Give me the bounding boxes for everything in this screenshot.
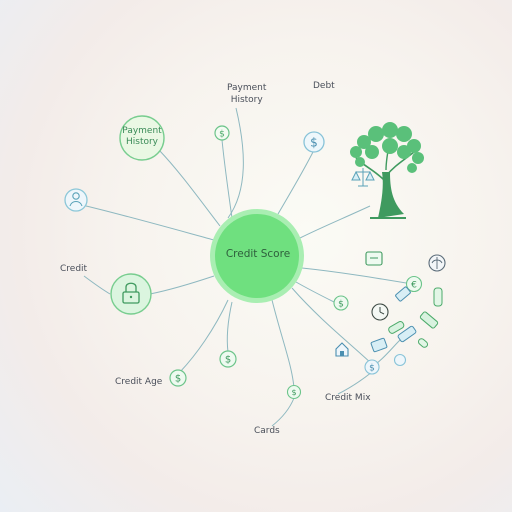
connector-debt xyxy=(277,149,315,215)
connector-payment-history-top xyxy=(227,107,244,219)
euro-icon xyxy=(405,275,423,293)
connector-dollar-top xyxy=(221,139,233,219)
card-icon-3 xyxy=(397,325,417,343)
connector-credit-mix xyxy=(291,287,373,365)
connector-mix-icons xyxy=(375,339,401,365)
euro-glyph: € xyxy=(411,281,417,291)
connector-credit-age xyxy=(179,299,229,373)
credit-age-label: Credit Age xyxy=(115,377,163,387)
connector-lock xyxy=(149,275,215,295)
credit-age-dollar-glyph: $ xyxy=(175,374,181,385)
cards-label: Cards xyxy=(254,426,280,436)
right-dollar-icon xyxy=(333,295,349,311)
pill-icon xyxy=(433,287,443,307)
connector-cards xyxy=(271,299,295,389)
pill-icon-3 xyxy=(417,338,429,348)
payment-history-top-text: Payment History xyxy=(227,83,267,105)
credit-score-label: Credit Score xyxy=(225,248,291,260)
balance-scale-icon xyxy=(351,168,375,187)
credit-mix-label: Credit Mix xyxy=(325,393,371,403)
connector-credit-label xyxy=(83,275,111,295)
connector-payment-bubble xyxy=(158,149,221,227)
connector-dollar-mid xyxy=(226,301,233,353)
credit-mix-dollar-glyph: $ xyxy=(369,364,375,374)
card-icon-2 xyxy=(419,311,439,329)
payment-history-bubble-text: Payment History xyxy=(122,126,162,147)
person-icon xyxy=(64,188,88,212)
connector-tree xyxy=(299,205,371,239)
right-dollar-glyph: $ xyxy=(338,300,344,310)
dollar-icon-glyph: $ xyxy=(219,130,225,140)
connectors xyxy=(83,107,413,427)
connector-person xyxy=(85,205,215,241)
mid-dollar-glyph: $ xyxy=(225,355,231,366)
chat-icon xyxy=(365,251,383,266)
brain-icon xyxy=(428,254,446,272)
mid-dollar-icon xyxy=(219,350,237,368)
cards-dollar-icon xyxy=(286,384,302,400)
blue-coin-icon xyxy=(393,353,407,367)
card-icon xyxy=(395,286,411,302)
payment-history-bubble-label: Payment History xyxy=(117,126,167,148)
house-icon xyxy=(335,342,349,357)
pill-icon-2 xyxy=(388,321,405,334)
dollar-icon xyxy=(214,125,230,141)
connector-dollar-right xyxy=(295,281,335,303)
credit-label: Credit xyxy=(60,264,88,274)
card-icon-4 xyxy=(370,337,388,353)
credit-mix-dollar-icon xyxy=(364,359,380,375)
debt-dollar-icon xyxy=(303,131,325,153)
cards-dollar-glyph: $ xyxy=(291,388,296,397)
credit-age-dollar-icon xyxy=(169,369,187,387)
connector-right xyxy=(301,267,413,285)
tree-icon xyxy=(350,122,424,219)
lock-icon xyxy=(110,273,152,315)
credit-score-node xyxy=(215,214,299,298)
payment-history-bubble xyxy=(119,115,165,161)
debt-label: Debt xyxy=(313,81,335,91)
connector-cards-label xyxy=(271,397,295,427)
debt-dollar-glyph: $ xyxy=(310,136,318,150)
payment-history-top-label: Payment History xyxy=(227,82,266,106)
clock-icon xyxy=(371,303,389,321)
connector-mix-label xyxy=(337,371,373,395)
